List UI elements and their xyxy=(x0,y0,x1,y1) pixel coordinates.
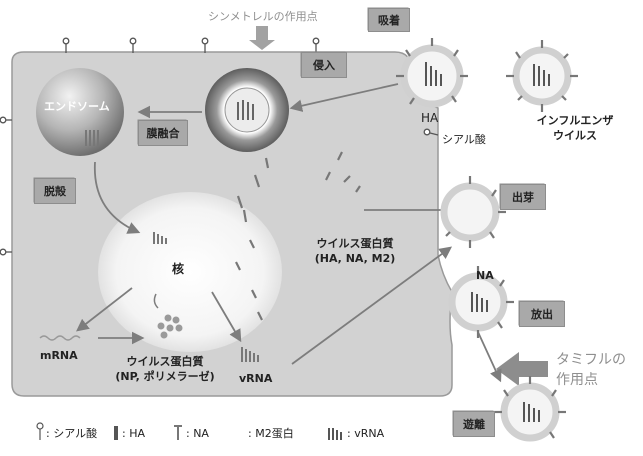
influenza-label-line1: インフルエンザ xyxy=(536,114,614,127)
sialic-acid-label: シアル酸 xyxy=(442,133,486,146)
tamiflu-arrow xyxy=(496,352,548,386)
viral-protein-1-line1: ウイルス蛋白質 xyxy=(316,237,394,250)
viral-protein-2-line2: (NP, ポリメラーゼ) xyxy=(115,370,215,383)
step-separation: 遊離 xyxy=(453,411,495,437)
influenza-virus-label: インフルエンザ ウイルス xyxy=(525,113,625,143)
viral-protein-1-line2: (HA, NA, M2) xyxy=(314,252,396,265)
endosome xyxy=(36,68,124,156)
vrna-label: vRNA xyxy=(239,372,273,385)
released-virus xyxy=(448,266,514,338)
tamiflu-label-line1: タミフルの xyxy=(556,352,626,368)
legend-sialic: : シアル酸 xyxy=(46,427,98,440)
step-membrane-fusion: 膜融合 xyxy=(138,120,188,146)
symmetrel-arrow xyxy=(249,26,275,50)
separated-virus xyxy=(494,376,566,442)
entry-virus xyxy=(224,87,270,133)
ha-label: HA xyxy=(421,111,439,125)
adsorbing-virus xyxy=(396,38,468,108)
viral-protein-2-line1: ウイルス蛋白質 xyxy=(126,355,204,368)
legend-m2: : M2蛋白 xyxy=(248,427,294,440)
viral-protein-ha-na-m2-label: ウイルス蛋白質 (HA, NA, M2) xyxy=(295,236,415,266)
step-uncoating: 脱殻 xyxy=(34,178,76,204)
legend-vrna: : vRNA xyxy=(347,427,385,440)
viral-protein-np-label: ウイルス蛋白質 (NP, ポリメラーゼ) xyxy=(100,354,230,384)
step-adsorption: 吸着 xyxy=(368,8,410,32)
legend-ha: : HA xyxy=(122,427,145,440)
legend-na: : NA xyxy=(186,427,209,440)
legend-glyphs xyxy=(36,422,342,440)
mrna-label: mRNA xyxy=(40,349,78,362)
symmetrel-site-label: シンメトレルの作用点 xyxy=(208,10,318,23)
influenza-label-line2: ウイルス xyxy=(553,129,597,142)
na-label: NA xyxy=(476,269,494,282)
step-budding: 出芽 xyxy=(500,184,546,210)
endosome-label: エンドソーム xyxy=(44,100,110,113)
sialic-acid-receptors xyxy=(0,37,439,256)
nucleus xyxy=(98,192,282,352)
budding-virus xyxy=(440,176,506,248)
tamiflu-label-line2: 作用点 xyxy=(556,372,598,388)
step-release: 放出 xyxy=(519,301,565,327)
influenza-virus xyxy=(506,40,578,112)
tamiflu-site-label: タミフルの 作用点 xyxy=(556,350,626,390)
step-entry: 侵入 xyxy=(301,52,347,78)
nucleus-label: 核 xyxy=(172,262,185,276)
